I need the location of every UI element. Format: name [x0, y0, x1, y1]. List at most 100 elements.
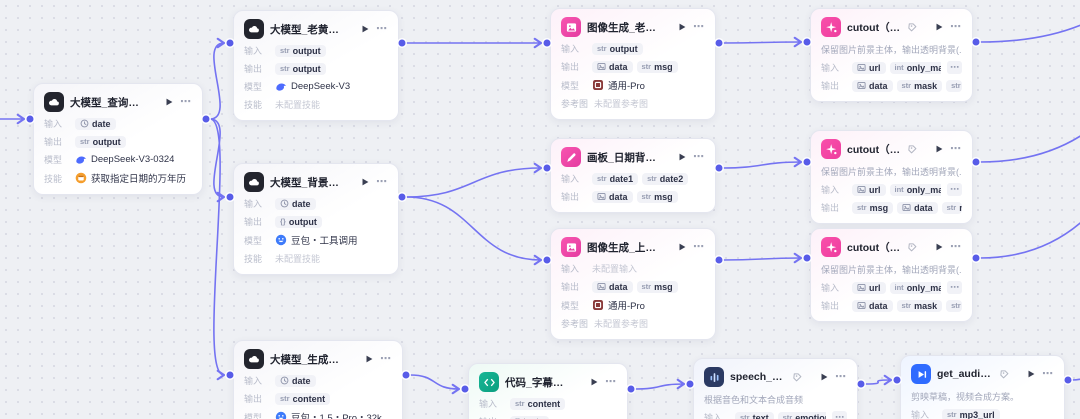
- node-menu-button[interactable]: ⋯: [950, 20, 962, 33]
- output-port[interactable]: [972, 158, 980, 166]
- input-port[interactable]: [226, 193, 234, 201]
- node-llm_date[interactable]: 大模型_背景日期大字⋯输入date输出{}output模型豆包・工具调用技能未配…: [233, 163, 399, 275]
- edge[interactable]: [1071, 374, 1080, 381]
- node-menu-button[interactable]: ⋯: [376, 175, 388, 188]
- type-token: int: [894, 63, 904, 72]
- run-node-button[interactable]: [164, 97, 174, 107]
- node-cutout_laohuangli[interactable]: cutout（老黄历报图）⋯保留图片前景主体，输出透明背景(.png)输入url…: [810, 8, 973, 102]
- run-node-button[interactable]: [677, 22, 687, 32]
- edge[interactable]: [722, 156, 803, 169]
- output-port[interactable]: [972, 254, 980, 262]
- run-node-button[interactable]: [677, 242, 687, 252]
- node-llm_draw[interactable]: 大模型_老黄历绘图⋯输入stroutput输出stroutput模型DeepSe…: [233, 10, 399, 121]
- edge[interactable]: [864, 374, 893, 386]
- node-menu-button[interactable]: ⋯: [693, 240, 705, 253]
- edge[interactable]: [405, 196, 543, 266]
- input-port[interactable]: [543, 164, 551, 172]
- node-menu-button[interactable]: ⋯: [180, 95, 192, 108]
- node-header: get_audio_duration⋯: [911, 364, 1054, 384]
- node-menu-button[interactable]: ⋯: [693, 150, 705, 163]
- node-cutout_sign[interactable]: cutout（上上签报图）⋯保留图片前景主体，输出透明背景(.png)输入url…: [810, 228, 973, 322]
- output-port[interactable]: [972, 38, 980, 46]
- input-port[interactable]: [226, 371, 234, 379]
- field-label: 输入: [821, 185, 840, 195]
- output-port[interactable]: [715, 164, 723, 172]
- edge[interactable]: [634, 378, 686, 390]
- input-port[interactable]: [226, 39, 234, 47]
- node-menu-button[interactable]: ⋯: [1042, 367, 1054, 380]
- node-cutout_date[interactable]: cutout（日期背景大字报图）⋯保留图片前景主体，输出透明背景(.png)输入…: [810, 130, 973, 224]
- node-llm_query[interactable]: 大模型_查询黄历信息⋯输入date输出stroutput模型DeepSeek-V…: [33, 83, 203, 195]
- output-port[interactable]: [202, 115, 210, 123]
- input-port[interactable]: [461, 385, 469, 393]
- edge[interactable]: [209, 37, 226, 120]
- run-node-button[interactable]: [364, 354, 374, 364]
- node-menu-button[interactable]: ⋯: [380, 352, 392, 365]
- more-params-button[interactable]: ⋯: [947, 61, 962, 74]
- param-name: date: [92, 118, 111, 129]
- tag-icon: [999, 369, 1010, 380]
- more-params-button[interactable]: ⋯: [832, 411, 847, 419]
- input-port[interactable]: [803, 158, 811, 166]
- more-params-button[interactable]: ⋯: [947, 183, 962, 196]
- node-speech[interactable]: speech_synthesis⋯根据音色和文本合成音频输入strtextstr…: [693, 358, 858, 419]
- input-port[interactable]: [686, 380, 694, 388]
- param-name: data: [609, 281, 628, 292]
- field-label: 模型: [561, 80, 580, 91]
- output-port[interactable]: [715, 256, 723, 264]
- run-node-button[interactable]: [589, 377, 599, 387]
- output-port[interactable]: [402, 371, 410, 379]
- run-node-button[interactable]: [819, 372, 829, 382]
- node-title: 图像生成_上上签: [587, 241, 661, 254]
- run-node-button[interactable]: [360, 177, 370, 187]
- run-node-button[interactable]: [360, 24, 370, 34]
- param-tag: url: [852, 183, 886, 196]
- type-token: str: [641, 62, 652, 71]
- more-params-button[interactable]: ⋯: [947, 281, 962, 294]
- edge[interactable]: [722, 36, 803, 48]
- run-node-button[interactable]: [677, 152, 687, 162]
- run-node-button[interactable]: [1026, 369, 1036, 379]
- output-port[interactable]: [398, 193, 406, 201]
- output-port[interactable]: [857, 380, 865, 388]
- run-node-button[interactable]: [934, 144, 944, 154]
- edge[interactable]: [209, 118, 226, 381]
- node-menu-button[interactable]: ⋯: [376, 22, 388, 35]
- edge[interactable]: [979, 128, 1080, 163]
- node-menu-button[interactable]: ⋯: [693, 20, 705, 33]
- node-menu-button[interactable]: ⋯: [950, 240, 962, 253]
- edge[interactable]: [722, 252, 803, 264]
- node-menu-button[interactable]: ⋯: [950, 142, 962, 155]
- edge[interactable]: [979, 212, 1080, 259]
- field-label: 输出: [821, 301, 840, 311]
- node-menu-button[interactable]: ⋯: [605, 375, 617, 388]
- input-port[interactable]: [803, 254, 811, 262]
- input-port[interactable]: [543, 39, 551, 47]
- input-port[interactable]: [26, 115, 34, 123]
- output-port[interactable]: [627, 385, 635, 393]
- type-token: str: [597, 44, 607, 53]
- edge[interactable]: [405, 162, 543, 198]
- input-port[interactable]: [543, 256, 551, 264]
- output-port[interactable]: [1064, 376, 1072, 384]
- output-port[interactable]: [715, 39, 723, 47]
- node-menu-button[interactable]: ⋯: [835, 370, 847, 383]
- output-port[interactable]: [398, 39, 406, 47]
- input-port[interactable]: [803, 38, 811, 46]
- run-node-button[interactable]: [934, 242, 944, 252]
- input-port[interactable]: [893, 376, 901, 384]
- edge[interactable]: [979, 20, 1080, 43]
- node-audio[interactable]: get_audio_duration⋯剪映草稿，视频合成方案。输入strmp3_…: [900, 355, 1065, 419]
- edge[interactable]: [409, 374, 461, 395]
- edge[interactable]: [209, 118, 226, 203]
- field-value: DeepSeek-V3-0324: [75, 154, 174, 166]
- run-node-button[interactable]: [934, 22, 944, 32]
